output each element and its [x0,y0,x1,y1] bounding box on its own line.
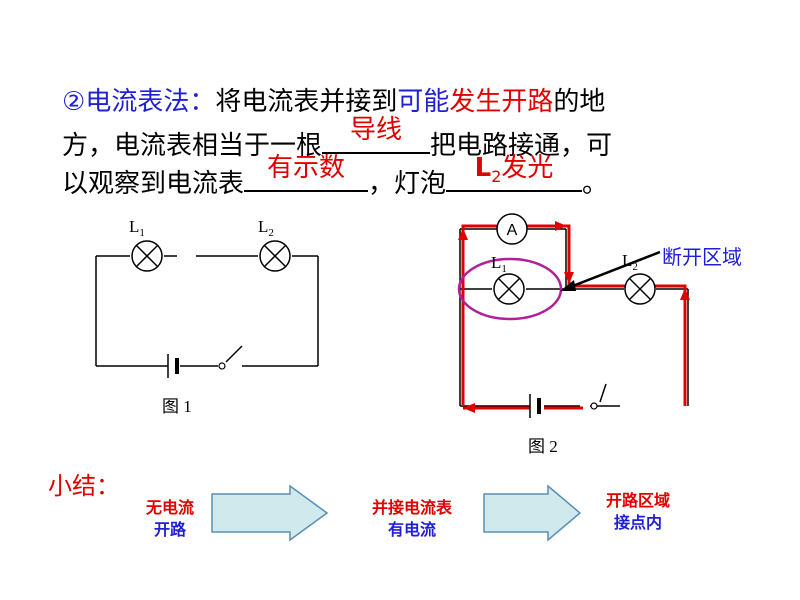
line1-text-c: 发生开路 [449,87,554,117]
figure-1-circuit [95,255,319,367]
fig1-switch-blade [225,345,243,363]
blank-1: 导线 [322,115,431,154]
summary-step-2-line-1: 并接电流表 [371,498,452,517]
fig2-open-region-ellipse [457,257,563,321]
line2-text-a: 方，电流表相当于一根 [62,131,323,161]
blank-1-answer: 导线 [350,115,403,145]
text-line-1: ②电流表法：将电流表并接到可能发生开路的地 [62,84,605,120]
blank-2-answer: 有示数 [267,153,346,183]
summary-step-1: 无电流 开路 [128,497,212,541]
figure-2-black-wiring [459,228,689,407]
fig2-l1-label: L1 [491,253,507,275]
fig1-battery [167,354,179,378]
fig2-lamp-1 [493,273,525,305]
svg-text:A: A [507,222,518,239]
line1-text-b: 可能 [397,87,450,117]
line1-text-a: 将电流表并接到 [215,87,398,117]
blank-3-l: L [474,153,492,183]
summary-step-1-line-1: 无电流 [145,498,194,517]
summary-step-3-line-1: 开路区域 [605,491,670,510]
text-line-2: 方，电流表相当于一根导线把电路接通，可 [62,115,613,164]
heading-title: 电流表法： [85,87,216,117]
line1-text-d: 的地 [553,87,606,117]
fig1-l1-label: L1 [129,217,145,239]
line2-text-b: 把电路接通，可 [430,131,613,161]
summary-step-2: 并接电流表 有电流 [352,497,472,541]
summary-title: 小结： [48,472,120,500]
fig2-callout-arrowhead [560,280,576,291]
blank-3-answer: L2发光 [446,150,582,195]
summary-step-3: 开路区域 接点内 [588,490,688,534]
fig2-switch-contact [590,402,598,410]
summary-step-1-line-2: 开路 [153,520,186,539]
fig2-current-arrows [458,221,690,413]
fig1-l2-label: L2 [258,217,274,239]
fig2-lamp-2 [624,273,656,305]
fig1-switch-contact [218,362,226,370]
line3-text-b: ，灯泡 [368,169,447,199]
fig2-caption: 图 2 [528,437,558,456]
line3-text-c: 。 [582,169,609,199]
fig1-lamp-1 [131,240,163,272]
fig2-callout-text: 断开区域 [662,245,742,269]
summary-step-3-line-2: 接点内 [613,513,662,532]
summary-step-2-line-2: 有电流 [387,520,436,539]
blank-3: L2发光 [446,153,583,192]
fig2-l2-label: L2 [622,251,638,273]
blank-3-sub: 2 [491,167,502,187]
heading-number: ② [62,87,86,117]
fig2-battery [529,394,541,418]
fig2-ammeter: A [496,213,528,245]
blank-3-rest: 发光 [501,153,554,183]
blank-2: 有示数 [244,153,369,192]
summary-arrow-1 [211,484,329,542]
fig1-caption: 图 1 [162,397,192,416]
fig2-callout-line [564,250,661,291]
line3-text-a: 以观察到电流表 [62,169,245,199]
summary-arrow-2 [483,484,582,542]
fig1-lamp-2 [259,240,291,272]
